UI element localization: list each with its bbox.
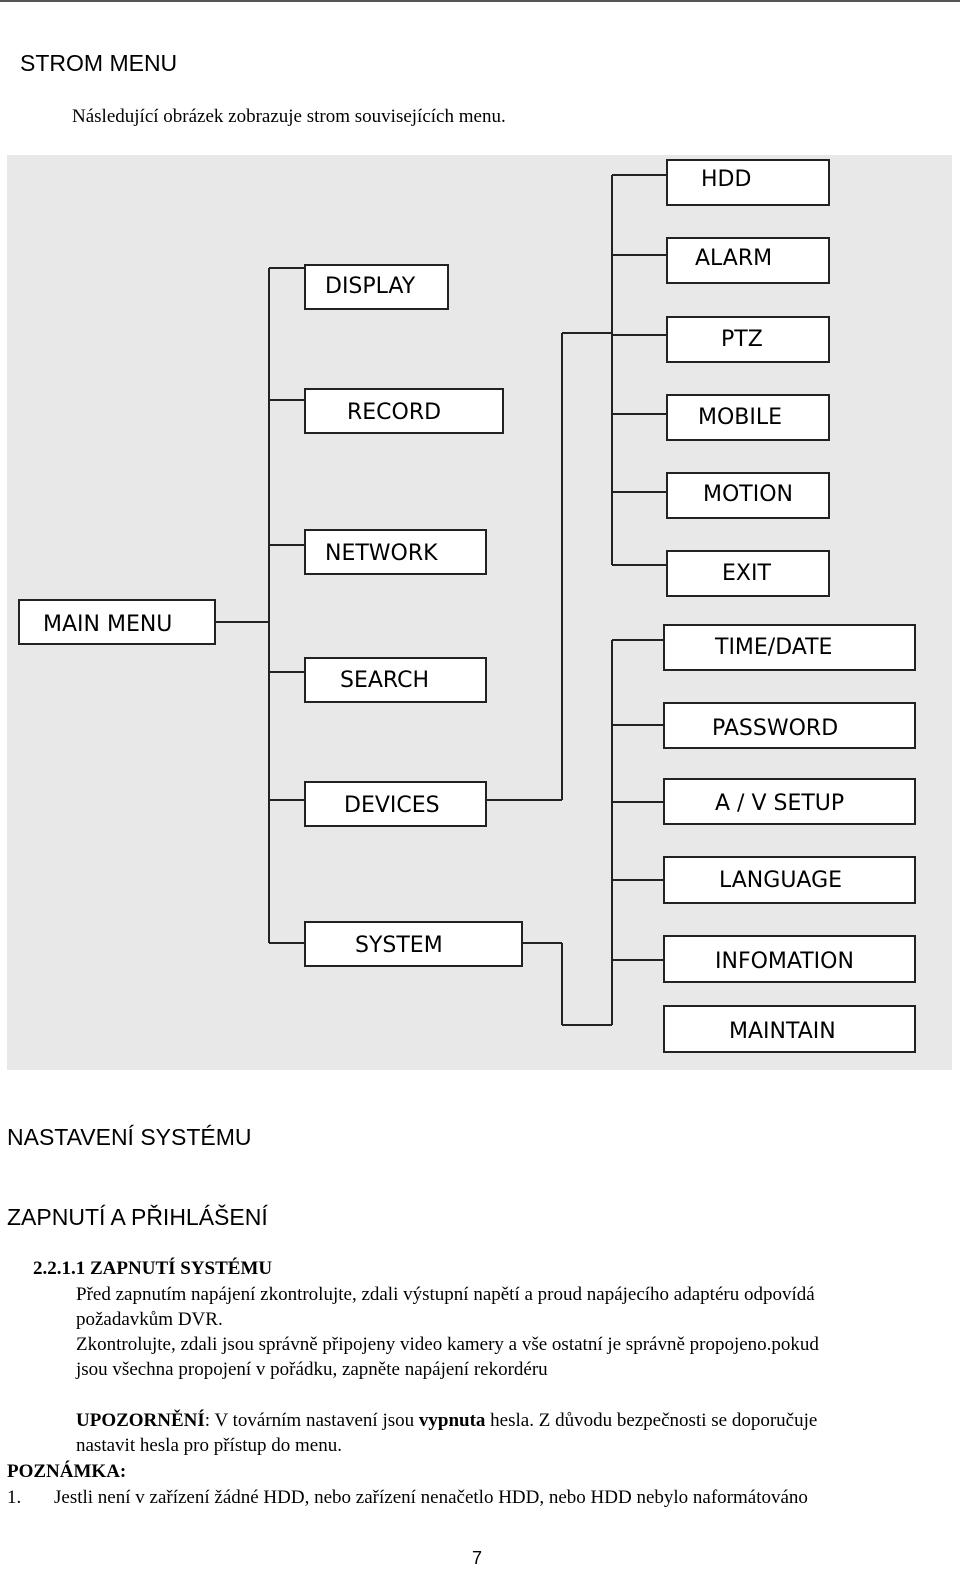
node-box-network <box>304 529 487 575</box>
node-display: DISPLAY <box>325 274 416 299</box>
node-box-infomation <box>663 935 916 983</box>
node-box-motion <box>666 472 830 519</box>
heading-power-login: ZAPNUTÍ A PŘIHLÁŠENÍ <box>7 1204 268 1230</box>
node-box-search <box>304 657 487 703</box>
paragraph-1-line-2: požadavkům DVR. <box>76 1309 223 1330</box>
node-record: RECORD <box>347 400 441 425</box>
node-main-menu: MAIN MENU <box>43 612 172 637</box>
note-item-number: 1. <box>7 1487 22 1508</box>
note-label: POZNÁMKA: <box>7 1461 127 1482</box>
node-box-system <box>304 921 523 967</box>
node-box-time-date <box>663 624 916 671</box>
warning-text-b: hesla. Z důvodu bezpečnosti se doporučuj… <box>485 1410 818 1431</box>
node-ptz: PTZ <box>721 327 763 352</box>
node-box-hdd <box>666 159 830 206</box>
node-devices: DEVICES <box>344 793 440 818</box>
node-box-av-setup <box>663 778 916 825</box>
node-box-ptz <box>666 316 830 363</box>
node-network: NETWORK <box>325 541 438 566</box>
node-box-exit <box>666 550 830 597</box>
warning-text-a: : V továrním nastavení jsou <box>204 1410 419 1431</box>
node-search: SEARCH <box>340 668 429 693</box>
node-system: SYSTEM <box>355 933 443 958</box>
heading-system-settings: NASTAVENÍ SYSTÉMU <box>7 1124 252 1150</box>
page-number: 7 <box>472 1548 483 1568</box>
node-av-setup: A / V SETUP <box>715 791 844 816</box>
node-box-maintain <box>663 1005 916 1053</box>
subsection-title: 2.2.1.1 ZAPNUTÍ SYSTÉMU <box>33 1258 273 1279</box>
node-exit: EXIT <box>722 561 771 586</box>
node-maintain: MAINTAIN <box>729 1019 836 1044</box>
node-mobile: MOBILE <box>698 405 782 430</box>
node-password: PASSWORD <box>712 716 838 741</box>
node-box-main-menu <box>18 599 216 645</box>
warning-line-1: UPOZORNĚNÍ: V továrním nastavení jsou vy… <box>76 1410 817 1432</box>
node-box-mobile <box>666 394 830 441</box>
node-language: LANGUAGE <box>719 868 842 893</box>
warning-line-2: nastavit hesla pro přístup do menu. <box>76 1435 342 1456</box>
node-box-alarm <box>666 237 830 284</box>
paragraph-2-line-1: Zkontrolujte, zdali jsou správně připoje… <box>76 1334 819 1355</box>
section-title: STROM MENU <box>20 50 178 76</box>
node-box-record <box>304 388 504 434</box>
menu-tree-diagram: MAIN MENU DISPLAY RECORD NETWORK SEARCH … <box>7 155 952 1070</box>
note-item-text: Jestli není v zařízení žádné HDD, nebo z… <box>54 1487 808 1508</box>
node-box-password <box>663 702 916 749</box>
node-box-language <box>663 856 916 904</box>
node-box-devices <box>304 781 487 827</box>
intro-text: Následující obrázek zobrazuje strom souv… <box>72 106 506 127</box>
node-motion: MOTION <box>703 482 793 507</box>
warning-label: UPOZORNĚNÍ <box>76 1410 205 1431</box>
node-box-display <box>304 264 449 310</box>
node-time-date: TIME/DATE <box>714 635 832 660</box>
node-alarm: ALARM <box>695 246 772 271</box>
paragraph-2-line-2: jsou všechna propojení v pořádku, zapnět… <box>76 1359 548 1380</box>
paragraph-1-line-1: Před zapnutím napájení zkontrolujte, zda… <box>76 1284 815 1305</box>
warning-bold-word: vypnuta <box>418 1410 486 1431</box>
top-rule <box>0 0 960 2</box>
node-infomation: INFOMATION <box>715 949 854 974</box>
node-hdd: HDD <box>701 167 751 192</box>
